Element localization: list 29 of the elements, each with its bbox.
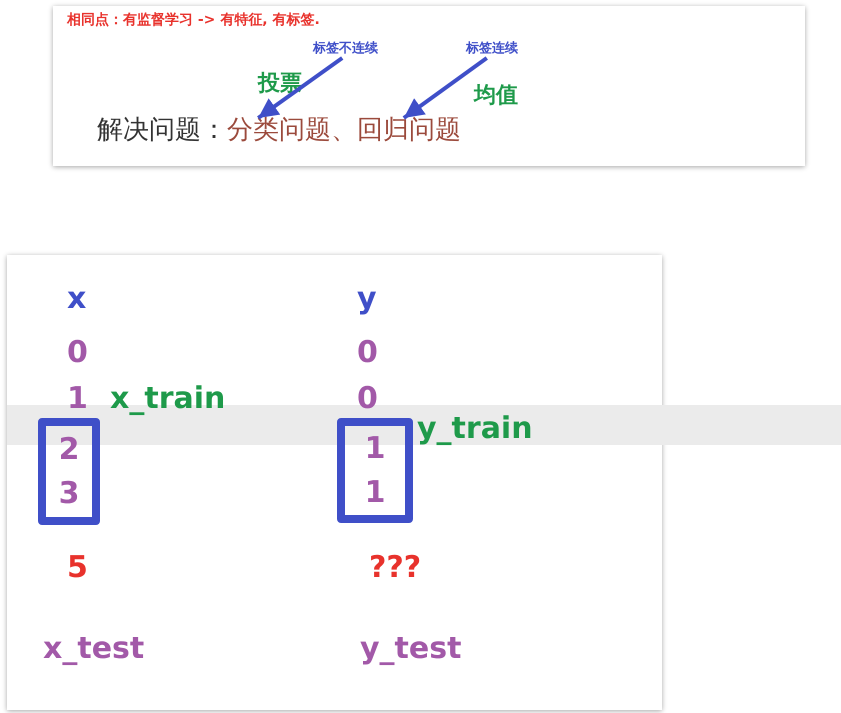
heading-text: 解决问题： xyxy=(97,116,227,145)
set-label: y_train xyxy=(417,411,533,446)
data-value: 5 xyxy=(67,550,88,585)
note-text: 相同点：有监督学习 -> 有特征, 有标签. xyxy=(67,11,320,29)
data-value: 0 xyxy=(357,381,378,416)
column-header: x xyxy=(67,281,86,316)
annotation-text: 标签连续 xyxy=(466,39,518,57)
data-value: ??? xyxy=(369,550,422,585)
highlight-box xyxy=(38,418,100,525)
separator-text: 、 xyxy=(331,116,357,145)
highlight-box xyxy=(337,418,413,523)
answer-text: 分类问题 xyxy=(227,116,331,145)
answer-text: 回归问题 xyxy=(357,116,461,145)
data-value: 1 xyxy=(364,430,386,468)
set-label: y_test xyxy=(360,631,462,666)
data-value: 3 xyxy=(58,474,80,512)
column-header: y xyxy=(357,281,377,316)
set-label: x_test xyxy=(43,631,144,666)
data-value: 1 xyxy=(67,381,88,416)
arrow xyxy=(257,56,344,120)
annotation-text: 均值 xyxy=(474,82,518,110)
set-label: x_train xyxy=(110,381,226,416)
arrow xyxy=(402,56,488,120)
annotation-text: 投票 xyxy=(258,70,302,98)
data-value: 2 xyxy=(58,431,80,469)
data-value: 0 xyxy=(357,335,378,370)
data-value: 0 xyxy=(67,335,88,370)
data-value: 1 xyxy=(364,474,386,512)
annotation-text: 标签不连续 xyxy=(313,39,378,57)
